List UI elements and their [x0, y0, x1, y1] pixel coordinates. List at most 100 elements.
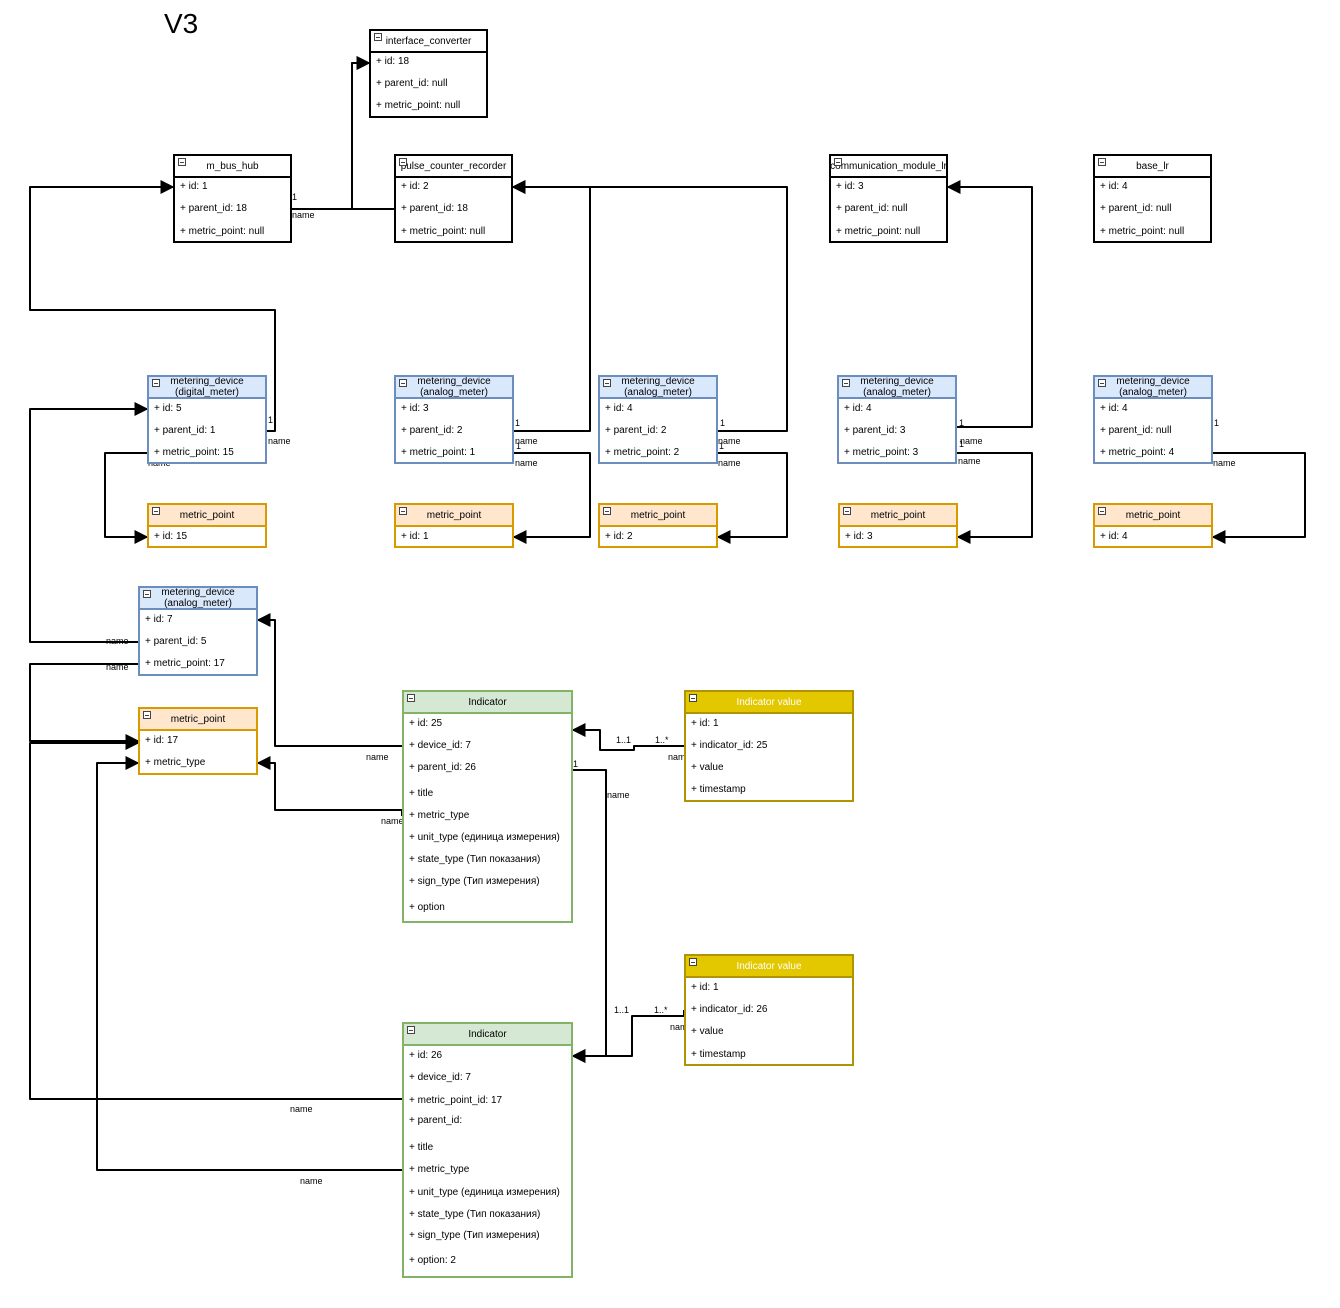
- class-box-title: metering_device (digital_meter): [170, 377, 244, 398]
- collapse-icon[interactable]: [834, 158, 842, 166]
- collapse-icon[interactable]: [407, 694, 415, 702]
- class-box-m_bus_hub[interactable]: m_bus_hub+ id: 1+ parent_id: 18+ metric_…: [173, 154, 292, 243]
- class-box-md_analog_4c[interactable]: metering_device (analog_meter)+ id: 4+ p…: [1093, 375, 1213, 464]
- class-field: + id: 4: [1100, 181, 1128, 192]
- class-field: + state_type (Тип показания): [409, 854, 541, 865]
- collapse-icon[interactable]: [152, 379, 160, 387]
- connector-line[interactable]: [716, 452, 788, 544]
- connector-line[interactable]: [29, 180, 276, 432]
- collapse-icon[interactable]: [1098, 507, 1106, 515]
- connector-multiplicity-label: 1: [959, 439, 964, 449]
- class-box-header: metering_device (analog_meter): [600, 377, 716, 399]
- class-box-header: m_bus_hub: [175, 156, 290, 178]
- collapse-icon[interactable]: [399, 379, 407, 387]
- connector-line[interactable]: [29, 663, 140, 748]
- connector-role-label: name: [515, 458, 538, 468]
- collapse-icon[interactable]: [1098, 379, 1106, 387]
- class-box-pulse_counter_recorder[interactable]: pulse_counter_recorder+ id: 2+ parent_id…: [394, 154, 513, 243]
- collapse-icon[interactable]: [1098, 158, 1106, 166]
- class-field: + metric_point: 2: [605, 447, 680, 458]
- connector-role-label: name: [670, 1022, 693, 1032]
- class-box-communication_module_lr[interactable]: communication_module_lr+ id: 3+ parent_i…: [829, 154, 948, 243]
- class-box-mp_1[interactable]: metric_point+ id: 1: [394, 503, 514, 548]
- class-box-title: metric_point: [630, 509, 686, 521]
- connector-line[interactable]: [571, 723, 684, 751]
- class-box-header: metric_point: [840, 505, 956, 527]
- collapse-icon[interactable]: [399, 507, 407, 515]
- collapse-icon[interactable]: [178, 158, 186, 166]
- collapse-icon[interactable]: [407, 1026, 415, 1034]
- class-field: + id: 3: [836, 181, 864, 192]
- collapse-icon[interactable]: [399, 158, 407, 166]
- class-field: + metric_point: 17: [145, 658, 225, 669]
- connector-line[interactable]: [512, 452, 591, 544]
- collapse-icon[interactable]: [603, 507, 611, 515]
- connector-line[interactable]: [351, 56, 394, 210]
- class-field: + id: 3: [401, 403, 429, 414]
- class-field: + metric_point: null: [1100, 226, 1185, 237]
- class-field: + metric_point: null: [376, 100, 461, 111]
- connector-role-label: name: [268, 436, 291, 446]
- class-box-header: metric_point: [149, 505, 265, 527]
- collapse-icon[interactable]: [689, 958, 697, 966]
- connector-line[interactable]: [956, 452, 1033, 544]
- class-box-ivalue_26[interactable]: Indicator value+ id: 1+ indicator_id: 26…: [684, 954, 854, 1066]
- class-box-indicator_25[interactable]: Indicator+ id: 25+ device_id: 7+ parent_…: [402, 690, 573, 923]
- class-box-header: Indicator: [404, 1024, 571, 1046]
- collapse-icon[interactable]: [143, 711, 151, 719]
- class-box-md_analog_3[interactable]: metering_device (analog_meter)+ id: 3+ p…: [394, 375, 514, 464]
- class-box-md_analog_7[interactable]: metering_device (analog_meter)+ id: 7+ p…: [138, 586, 258, 676]
- class-box-mp_2[interactable]: metric_point+ id: 2: [598, 503, 718, 548]
- class-field: + id: 4: [844, 403, 872, 414]
- class-box-md_digital_5[interactable]: metering_device (digital_meter)+ id: 5+ …: [147, 375, 267, 464]
- connector-line[interactable]: [104, 452, 149, 544]
- class-field: + parent_id: 18: [180, 203, 247, 214]
- connector-line[interactable]: [96, 756, 402, 1171]
- connector-line[interactable]: [511, 180, 788, 432]
- class-field: + id: 3: [845, 531, 873, 542]
- class-field: + id: 25: [409, 718, 443, 729]
- class-box-base_lr[interactable]: base_lr+ id: 4+ parent_id: null+ metric_…: [1093, 154, 1212, 243]
- connector-multiplicity-label: 1: [720, 418, 725, 428]
- collapse-icon[interactable]: [374, 33, 382, 41]
- collapse-icon[interactable]: [843, 507, 851, 515]
- class-box-mp_4[interactable]: metric_point+ id: 4: [1093, 503, 1213, 548]
- class-box-mp_3[interactable]: metric_point + id: 3: [838, 503, 958, 548]
- class-box-mp_15[interactable]: metric_point+ id: 15: [147, 503, 267, 548]
- class-field: + id: 26: [409, 1050, 443, 1061]
- connector-line[interactable]: [256, 613, 402, 747]
- collapse-icon[interactable]: [842, 379, 850, 387]
- connector-multiplicity-label: 1: [515, 418, 520, 428]
- collapse-icon[interactable]: [603, 379, 611, 387]
- class-box-md_analog_4b[interactable]: metering_device (analog_meter)+ id: 4+ p…: [837, 375, 957, 464]
- connector-role-label: name: [960, 436, 983, 446]
- class-field: + metric_point: null: [180, 226, 265, 237]
- class-field: + parent_id: null: [1100, 425, 1172, 436]
- class-box-indicator_26[interactable]: Indicator+ id: 26+ device_id: 7+ metric_…: [402, 1022, 573, 1278]
- class-box-md_analog_4a[interactable]: metering_device (analog_meter)+ id: 4+ p…: [598, 375, 718, 464]
- collapse-icon[interactable]: [689, 694, 697, 702]
- collapse-icon[interactable]: [152, 507, 160, 515]
- connector-multiplicity-label: 1: [1214, 418, 1219, 428]
- class-box-mp_17[interactable]: metric_point+ id: 17+ metric_type: [138, 707, 258, 775]
- connector-line[interactable]: [29, 736, 402, 1100]
- class-field: + id: 4: [1100, 403, 1128, 414]
- class-box-interface_converter[interactable]: interface_converter+ id: 18+ parent_id: …: [369, 29, 488, 118]
- page-title: V3: [164, 8, 199, 39]
- connector-multiplicity-label: 1: [959, 418, 964, 428]
- class-field: + parent_id:: [409, 1115, 463, 1126]
- connector-role-label: name: [718, 458, 741, 468]
- class-field: + id: 2: [401, 181, 429, 192]
- class-box-ivalue_25[interactable]: Indicator value+ id: 1+ indicator_id: 25…: [684, 690, 854, 802]
- class-field: + state_type (Тип показания): [409, 1209, 541, 1220]
- connector-line[interactable]: [1211, 452, 1306, 544]
- class-box-title: base_lr: [1136, 160, 1169, 172]
- collapse-icon[interactable]: [143, 590, 151, 598]
- class-field: + metric_type: [145, 757, 206, 768]
- connector-line[interactable]: [29, 402, 149, 643]
- connector-line[interactable]: [946, 180, 1033, 428]
